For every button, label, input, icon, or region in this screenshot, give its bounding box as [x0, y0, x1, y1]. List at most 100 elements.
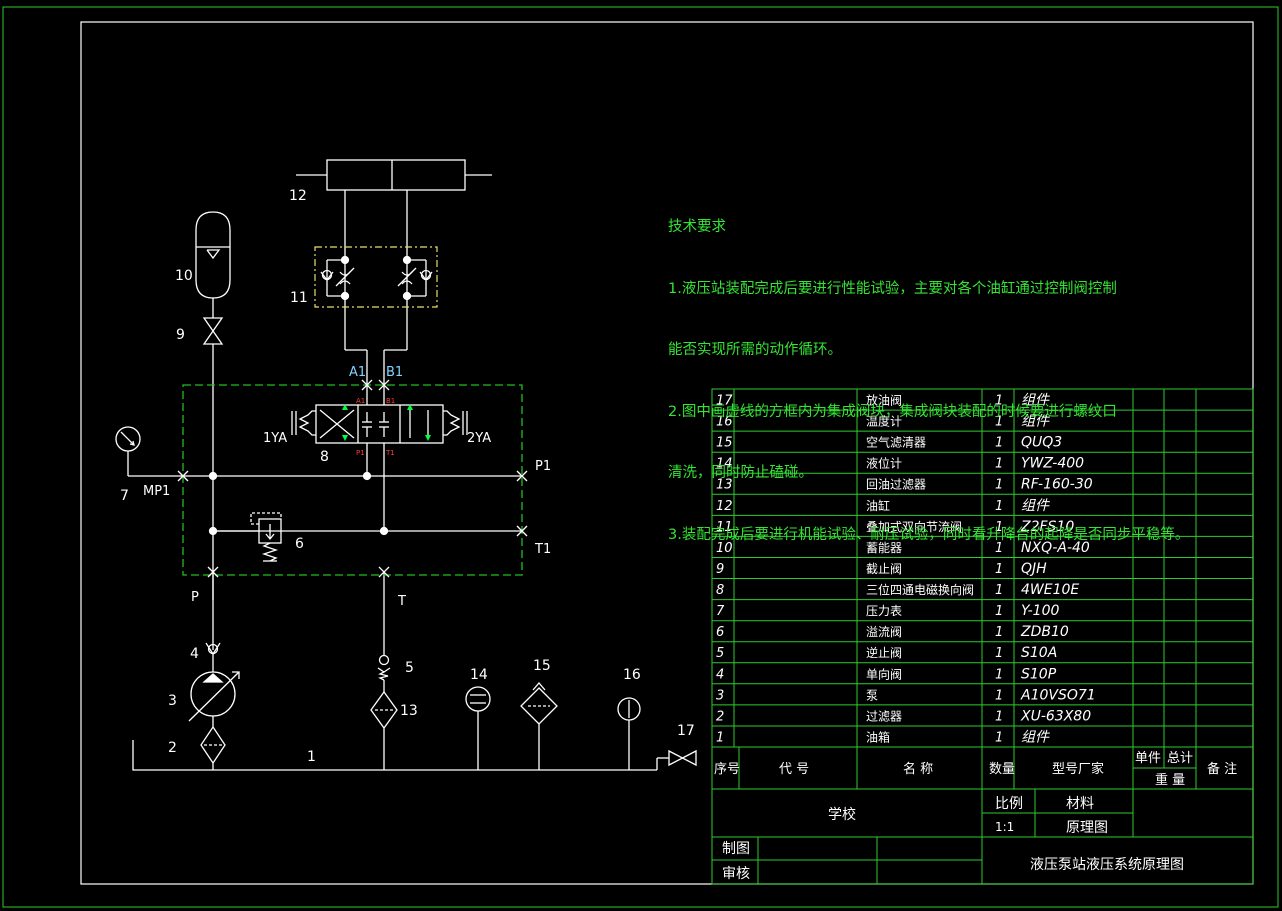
bom-cell-name: 单向阀: [866, 666, 902, 681]
bom-cell-qty: 1: [995, 436, 1003, 451]
bom-cell-qty: 1: [995, 394, 1003, 409]
port-t1: T1: [534, 542, 551, 557]
label-7: 7: [120, 488, 129, 504]
label-3: 3: [168, 693, 177, 709]
bom-cell-name: 油缸: [866, 498, 890, 513]
drawn-by: 制图: [722, 841, 750, 857]
bom-header: 序号 代 号 名 称 数量 型号厂家 单件 总计 重 量 备 注: [714, 751, 1237, 788]
bom-cell-qty: 1: [995, 604, 1003, 619]
bom-cell-name: 过滤器: [866, 709, 902, 723]
bom-cell-model: ZDB10: [1020, 624, 1069, 640]
bom-cell-no: 7: [716, 604, 725, 619]
schematic: [115, 159, 697, 771]
port-labels: A1 B1 P1 T1 MP1 P T 1YA 2YA: [143, 365, 551, 609]
bom-cell-no: 17: [716, 394, 733, 409]
label-8: 8: [320, 449, 329, 465]
bom-cell-no: 14: [716, 457, 733, 472]
bom-cell-model: RF-160-30: [1021, 477, 1093, 493]
bom-cell-model: A10VSO71: [1020, 687, 1096, 703]
valve-mark-b: B1: [386, 397, 395, 405]
port-1ya: 1YA: [263, 431, 287, 446]
bom-cell-no: 10: [716, 541, 733, 556]
cylinder-body: [326, 159, 466, 191]
bom-cell-name: 逆止阀: [866, 645, 902, 660]
notes-title: 技术要求: [668, 219, 726, 235]
integrated-valve-block: [182, 384, 523, 576]
label-6: 6: [295, 536, 304, 552]
outer-border: [2, 6, 1279, 908]
port-mp1: MP1: [143, 484, 170, 499]
bom-cell-qty: 1: [995, 457, 1003, 472]
bom-cell-model: 4WE10E: [1021, 582, 1079, 598]
bom-cell-name: 液位计: [866, 456, 902, 471]
bom-cell-model: NXQ-A-40: [1021, 540, 1090, 556]
drawing-title: 液压泵站液压系统原理图: [1030, 857, 1184, 873]
bom-cell-model: Z2FS10: [1020, 519, 1074, 535]
level-gauge: [465, 686, 491, 712]
label-15: 15: [533, 658, 551, 674]
check-valve-5: [378, 654, 390, 666]
scale-value: 1:1: [995, 820, 1014, 834]
bom-header-qty: 数量: [989, 762, 1015, 777]
bom-header-weight: 重 量: [1155, 772, 1185, 788]
bom-cell-model: 组件: [1021, 498, 1050, 514]
bom-cell-qty: 1: [995, 583, 1003, 598]
bom-cell-model: QJH: [1021, 561, 1047, 577]
bom-cell-name: 蓄能器: [866, 541, 902, 555]
bom-cell-name: 叠加式双向节流阀: [866, 519, 962, 534]
bom-cell-qty: 1: [995, 646, 1003, 661]
bom-cell-model: 组件: [1021, 414, 1050, 430]
bom-cell-qty: 1: [995, 667, 1003, 682]
notes-line-2: 能否实现所需的动作循环。: [668, 342, 842, 358]
port-p1: P1: [535, 459, 551, 474]
bom-header-remarks: 备 注: [1207, 761, 1237, 777]
valve-port-marks: A1 B1 P1 T1: [356, 397, 395, 457]
bom-cell-name: 温度计: [866, 414, 902, 429]
bom-cell-no: 8: [716, 583, 724, 598]
valve-mark-t: T1: [385, 449, 395, 457]
bom-cell-qty: 1: [995, 562, 1003, 577]
bom-cell-qty: 1: [995, 478, 1003, 493]
bom-header-total: 总计: [1167, 751, 1193, 766]
label-11: 11: [290, 290, 308, 306]
bom-cell-model: S10P: [1021, 666, 1057, 682]
bom-table-grid: [711, 388, 1254, 885]
valve-mark-p: P1: [356, 449, 365, 457]
bom-cell-name: 油箱: [866, 730, 890, 745]
port-2ya: 2YA: [467, 431, 491, 446]
bom-cell-model: 组件: [1021, 393, 1050, 409]
bom-cell-qty: 1: [995, 415, 1003, 430]
port-markers: [177, 379, 528, 578]
bom-cell-no: 12: [716, 499, 733, 514]
bom-cell-qty: 1: [995, 541, 1003, 556]
bom-cell-model: YWZ-400: [1021, 456, 1084, 472]
title-block: 学校 比例 1:1 材料 原理图 制图 审核 液压泵站液压系统原理图: [722, 796, 1184, 882]
modular-block-11: [314, 246, 438, 308]
bom-cell-name: 截止阀: [866, 562, 902, 576]
notes-line-3: 2.图中画虚线的方框内为集成阀块，集成阀块装配的时候要进行螺纹口: [668, 403, 1117, 420]
port-p: P: [191, 590, 199, 605]
label-2: 2: [168, 740, 177, 756]
valve-arrows: [342, 404, 431, 441]
bom-header-name: 名 称: [903, 761, 933, 777]
label-9: 9: [176, 327, 185, 343]
bom-header-code: 代 号: [779, 762, 809, 777]
bom-cell-no: 4: [716, 667, 724, 682]
bom-cell-no: 6: [716, 625, 724, 640]
component-numbers: 1 2 3 4 5 6 7 8 9 10 11 12 13 14 15 16 1…: [120, 188, 695, 765]
bom-header-no: 序号: [714, 762, 740, 777]
bom-cell-no: 2: [716, 709, 724, 724]
notes-line-4: 清洗，同时防止磕碰。: [668, 465, 813, 481]
bom-cell-qty: 1: [995, 688, 1003, 703]
bom-row: 14 液位计 1 YWZ-400: [716, 456, 1084, 472]
bom-cell-no: 1: [716, 731, 724, 746]
